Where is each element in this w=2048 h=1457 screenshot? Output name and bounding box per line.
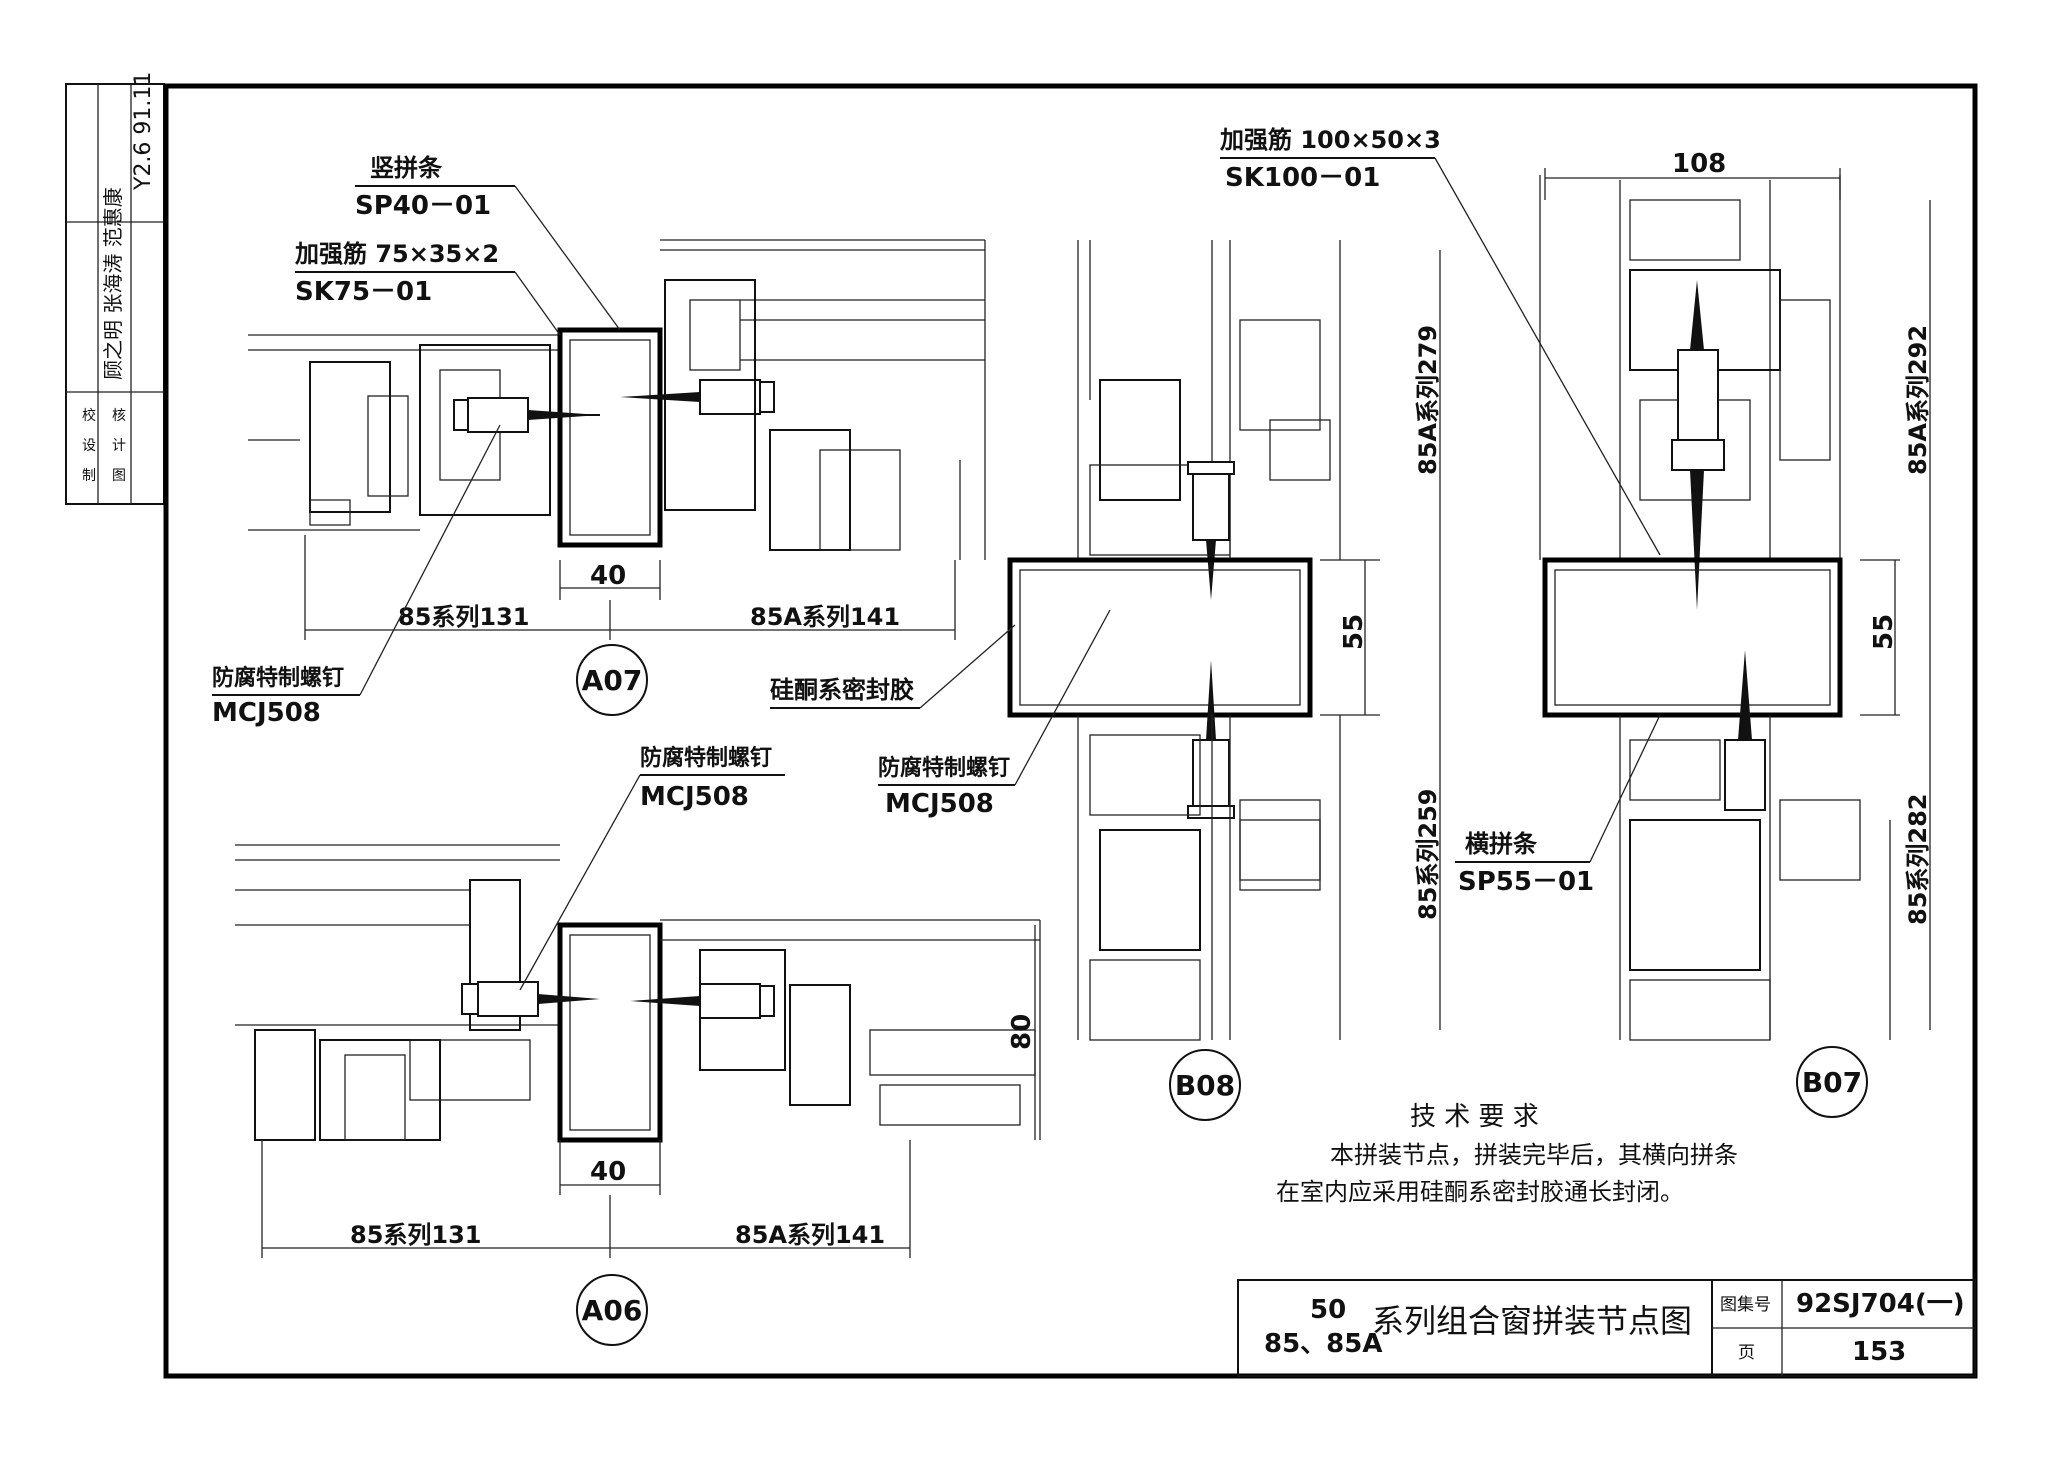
dim-a06-left: 85系列131 <box>350 1221 482 1249</box>
side-signature-block: Y2.6 91.11 顾之明 张海涛 范惠康 校 设 制 核 计 图 <box>65 72 165 505</box>
callout-a07-screw-code: MCJ508 <box>212 698 321 728</box>
role-calc: 计 <box>112 438 126 454</box>
role-drawing: 图 <box>112 468 126 484</box>
page-label: 页 <box>1738 1343 1755 1363</box>
title-main: 系列组合窗拼装节点图 <box>1372 1302 1692 1340</box>
role-make: 制 <box>82 468 96 484</box>
detail-a07-id: A07 <box>582 664 643 697</box>
dim-a07-left: 85系列131 <box>398 603 530 631</box>
dim-a07-right: 85A系列141 <box>750 603 900 631</box>
dim-b08-upper: 85A系列279 <box>1414 325 1442 475</box>
role-review: 核 <box>112 408 126 424</box>
dim-a07-width: 40 <box>590 561 626 591</box>
callout-a07-rib-name: 加强筋 75×35×2 <box>295 240 499 268</box>
rib-sk100-b07 <box>1542 557 1843 718</box>
detail-a07-marker <box>576 644 648 716</box>
callout-b08-screw-name: 防腐特制螺钉 <box>878 755 1010 781</box>
title-block: 50 85、85A 系列组合窗拼装节点图 图集号 92SJ704(一) 页 15… <box>1237 1279 1976 1377</box>
callout-a06-screw-name: 防腐特制螺钉 <box>640 745 772 771</box>
detail-b07-id: B07 <box>1802 1066 1862 1099</box>
callout-a06-screw-code: MCJ508 <box>640 782 749 812</box>
callout-a07-strip-code: SP40－01 <box>355 191 491 221</box>
dim-b07-top: 108 <box>1672 149 1726 179</box>
handwritten-date: Y2.6 91.11 <box>131 72 156 191</box>
detail-a06-id: A06 <box>582 1294 643 1327</box>
detail-a06: 40 80 85系列131 85A系列141 防腐特制螺钉 MCJ508 A06 <box>235 745 1041 1346</box>
role-check: 校 <box>82 407 96 424</box>
detail-a06-marker <box>576 1274 648 1346</box>
notes-line-2: 在室内应采用硅酮系密封胶通长封闭。 <box>1276 1178 1684 1206</box>
detail-b08: 55 85A系列279 85系列259 加强筋 100×50×3 SK100－0… <box>770 126 1661 1121</box>
title-series-top: 50 <box>1310 1295 1346 1325</box>
detail-b07-marker <box>1796 1046 1868 1118</box>
technical-notes: 技 术 要 求 本拼装节点，拼装完毕后，其横向拼条 在室内应采用硅酮系密封胶通长… <box>1276 1102 1738 1206</box>
role-design: 设 <box>82 438 96 454</box>
drawing-frame <box>163 83 1978 1379</box>
title-series-bottom: 85、85A <box>1264 1329 1383 1359</box>
dim-a06-right: 85A系列141 <box>735 1221 885 1249</box>
detail-b08-id: B08 <box>1175 1069 1235 1102</box>
handwritten-names: 顾之明 张海涛 范惠康 <box>101 187 125 380</box>
detail-a07: 40 85系列131 85A系列141 竖拼条 SP40－01 加强筋 75×3… <box>212 154 986 728</box>
page-number: 153 <box>1852 1337 1906 1367</box>
callout-b08-screw-code: MCJ508 <box>885 789 994 819</box>
dim-a06-width: 40 <box>590 1157 626 1187</box>
dim-b08-lower: 85系列259 <box>1414 789 1442 921</box>
notes-heading: 技 术 要 求 <box>1410 1102 1539 1132</box>
detail-b07: 108 55 85A系列292 85系列282 横拼条 SP55－01 B07 <box>1455 149 1932 1118</box>
callout-a07-rib-code: SK75－01 <box>295 277 432 307</box>
callout-b07-strip-code: SP55－01 <box>1458 867 1594 897</box>
rib-a06 <box>557 922 663 1143</box>
callout-a07-screw-name: 防腐特制螺钉 <box>212 665 344 691</box>
dim-a06-height: 80 <box>1007 1014 1037 1050</box>
rib-sk75 <box>557 327 663 548</box>
dim-b07-height: 55 <box>1869 614 1899 650</box>
atlas-number: 92SJ704(一) <box>1796 1289 1965 1319</box>
atlas-label: 图集号 <box>1720 1295 1771 1315</box>
rib-sk100 <box>1007 557 1313 718</box>
notes-line-1: 本拼装节点，拼装完毕后，其横向拼条 <box>1330 1141 1738 1169</box>
callout-a07-strip-name: 竖拼条 <box>370 154 443 182</box>
callout-b08-sealant: 硅酮系密封胶 <box>770 676 914 704</box>
callout-b08-rib-code: SK100－01 <box>1225 163 1380 193</box>
dim-b07-lower: 85系列282 <box>1904 794 1932 926</box>
dim-b07-upper: 85A系列292 <box>1904 325 1932 475</box>
detail-b08-marker <box>1169 1049 1241 1121</box>
callout-b08-rib-name: 加强筋 100×50×3 <box>1220 126 1441 154</box>
dim-b08-height: 55 <box>1339 614 1369 650</box>
callout-b07-strip-name: 横拼条 <box>1465 830 1538 858</box>
